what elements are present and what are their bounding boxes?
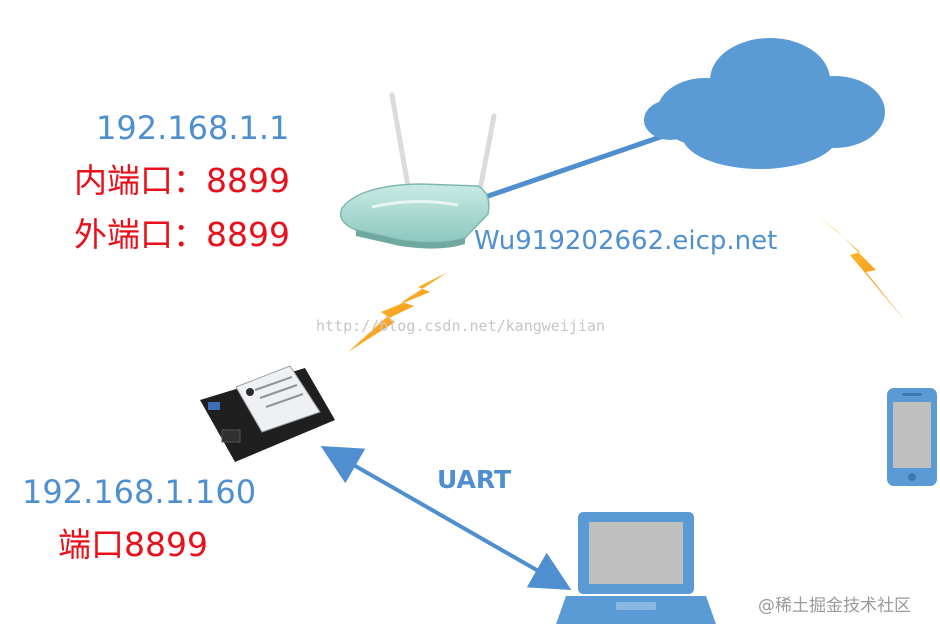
domain-label: Wu919202662.eicp.net: [474, 226, 778, 256]
uart-label: UART: [437, 465, 512, 494]
uart-link-arrow: [320, 446, 572, 590]
blog-watermark: http://blog.csdn.net/kangweijian: [316, 317, 605, 335]
footer-watermark: @稀土掘金技术社区: [758, 596, 911, 616]
lightning-icon: [348, 296, 410, 352]
outer-port-label: 外端口：8899: [74, 215, 290, 254]
router-cloud-link: [461, 130, 673, 208]
laptop-icon: [556, 512, 716, 624]
module-ip-label: 192.168.1.160: [22, 473, 257, 511]
lightning-icon: [818, 215, 906, 322]
module-port-label: 端口8899: [58, 525, 208, 564]
wifi-module-icon: [200, 365, 335, 462]
router-icon: [339, 92, 497, 249]
inner-port-label: 内端口：8899: [74, 161, 290, 200]
phone-icon: [887, 388, 937, 486]
router-ip-label: 192.168.1.1: [96, 109, 290, 147]
cloud-icon: [644, 38, 885, 169]
